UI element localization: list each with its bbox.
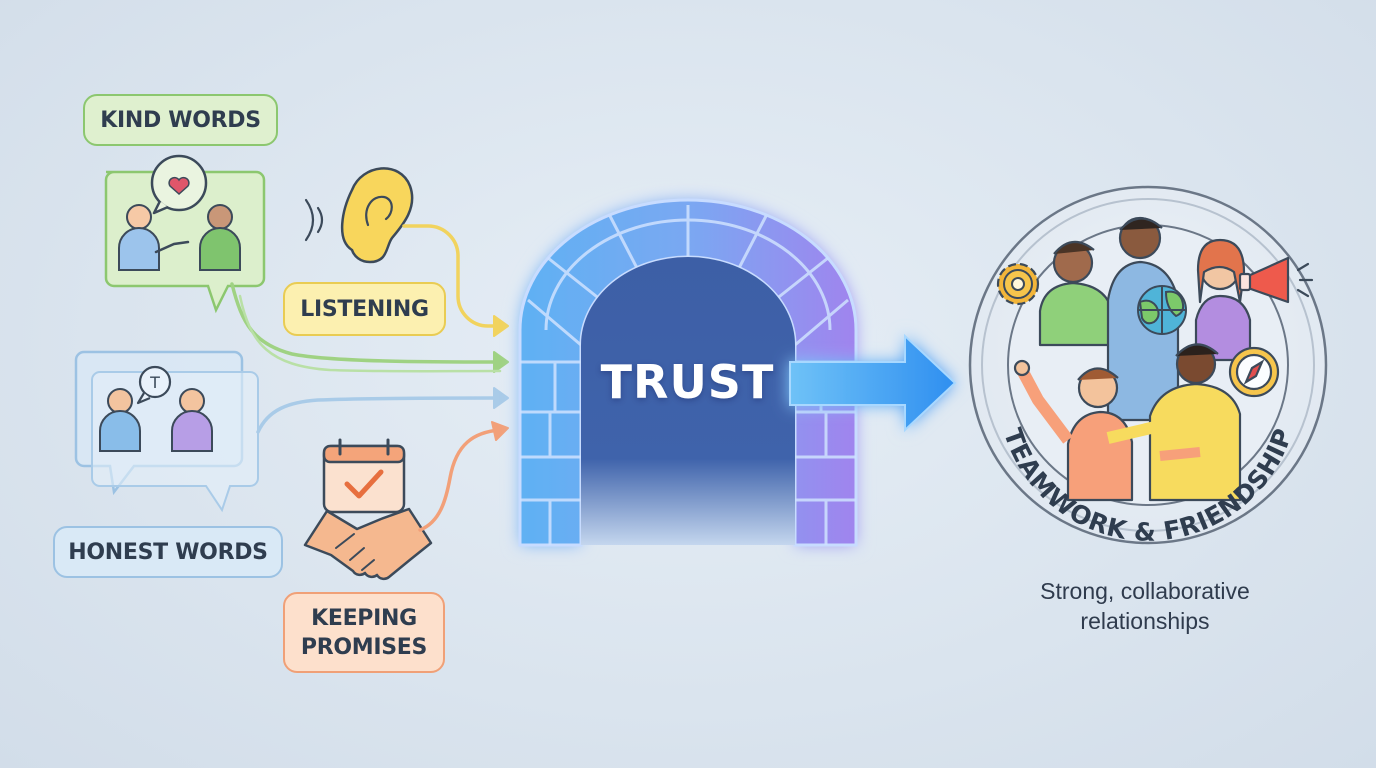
honest-arrow: [256, 396, 502, 434]
speech-bubble-t-icon: T: [136, 365, 172, 405]
calendar-check-handshake-icon: [303, 438, 433, 581]
promises-arrow: [418, 428, 502, 532]
arch-bricks: [520, 205, 856, 545]
teamwork-badge: TEAMWORK & FRIENDSHIP: [968, 185, 1328, 547]
kind-arrowhead: [493, 351, 509, 373]
listening-label: LISTENING: [283, 282, 446, 336]
person-left-icon: [118, 204, 190, 271]
globe-icon: [1137, 285, 1187, 335]
input-arrows: [230, 224, 509, 532]
person-purple-icon: [171, 388, 213, 452]
speech-bubble-heart-icon: [150, 154, 208, 215]
keeping-promises-label: KEEPING PROMISES: [283, 592, 445, 673]
honest-words-label: HONEST WORDS: [53, 526, 283, 578]
kind-arrow: [230, 282, 502, 364]
person-blue-icon: [99, 388, 141, 452]
keeping-promises-line1: KEEPING: [311, 605, 417, 631]
kind-words-label: KIND WORDS: [83, 94, 278, 146]
outcome-caption: Strong, collaborative relationships: [1010, 576, 1280, 636]
compass-icon: [1228, 346, 1280, 398]
honest-arrowhead: [493, 387, 509, 409]
svg-text:T: T: [149, 373, 160, 392]
trust-label: TRUST: [600, 355, 775, 409]
kind-words-card: [104, 154, 266, 314]
outcome-caption-line2: relationships: [1080, 608, 1210, 634]
person-right-icon: [199, 204, 241, 271]
ear-icon: [304, 167, 414, 264]
listening-arrowhead: [493, 315, 509, 337]
keeping-promises-line2: PROMISES: [300, 634, 428, 660]
outcome-caption-line1: Strong, collaborative: [1040, 578, 1250, 604]
people-group: [1013, 216, 1252, 502]
arch-opening: [581, 257, 795, 545]
output-arrow: [789, 333, 957, 433]
megaphone-icon: [1238, 256, 1314, 304]
gear-icon: [996, 262, 1040, 306]
honest-words-card: T: [74, 350, 259, 513]
promises-arrowhead: [491, 421, 509, 441]
listening-arrow: [402, 224, 502, 328]
